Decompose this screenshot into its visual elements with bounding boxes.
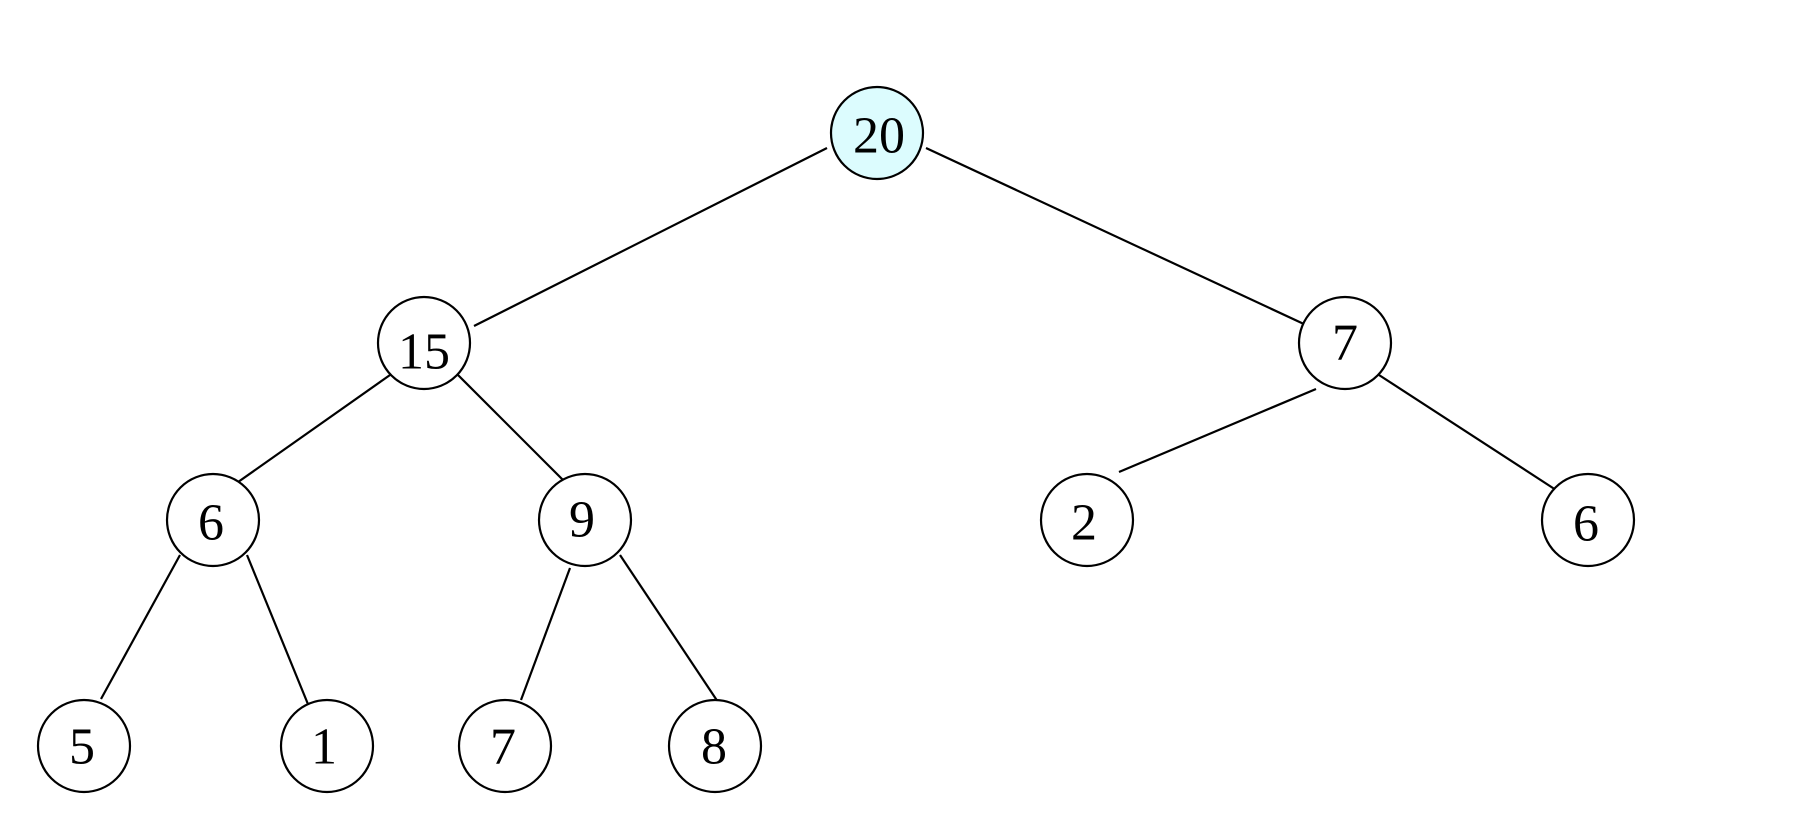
tree-nodes: 20 15 7 6 9 2 6 5 [36, 85, 1636, 794]
node-label: 7 [1332, 315, 1358, 372]
node-label: 1 [311, 719, 337, 776]
edge-20-15 [473, 147, 828, 327]
edge-15-9 [457, 374, 571, 488]
node-label: 6 [1573, 496, 1599, 553]
node-label: 9 [569, 492, 595, 549]
tree-node: 8 [667, 698, 763, 794]
edge-6-1 [245, 554, 314, 715]
tree-node: 15 [376, 295, 472, 391]
node-label: 6 [198, 495, 224, 552]
tree-node: 5 [36, 698, 132, 794]
edge-15-6 [230, 374, 391, 488]
tree-edges [100, 147, 1557, 715]
edge-9-8 [619, 554, 719, 703]
edge-6-5 [100, 554, 181, 700]
tree-node: 6 [165, 472, 261, 568]
edge-7-6 [1378, 374, 1557, 491]
node-label: 15 [398, 324, 450, 381]
tree-node: 9 [537, 472, 633, 568]
tree-node: 2 [1039, 472, 1135, 568]
node-label: 2 [1071, 495, 1097, 552]
edge-7-2 [1118, 387, 1317, 474]
tree-node: 7 [457, 698, 553, 794]
tree-node: 7 [1297, 295, 1393, 391]
node-label: 5 [69, 719, 95, 776]
edge-9-7 [519, 567, 572, 701]
edge-20-7 [925, 147, 1307, 326]
node-label: 7 [490, 719, 516, 776]
tree-node: 1 [279, 698, 375, 794]
tree-node-root: 20 [829, 85, 925, 181]
node-label: 8 [701, 719, 727, 776]
tree-node: 6 [1540, 472, 1636, 568]
node-label: 20 [853, 108, 905, 165]
